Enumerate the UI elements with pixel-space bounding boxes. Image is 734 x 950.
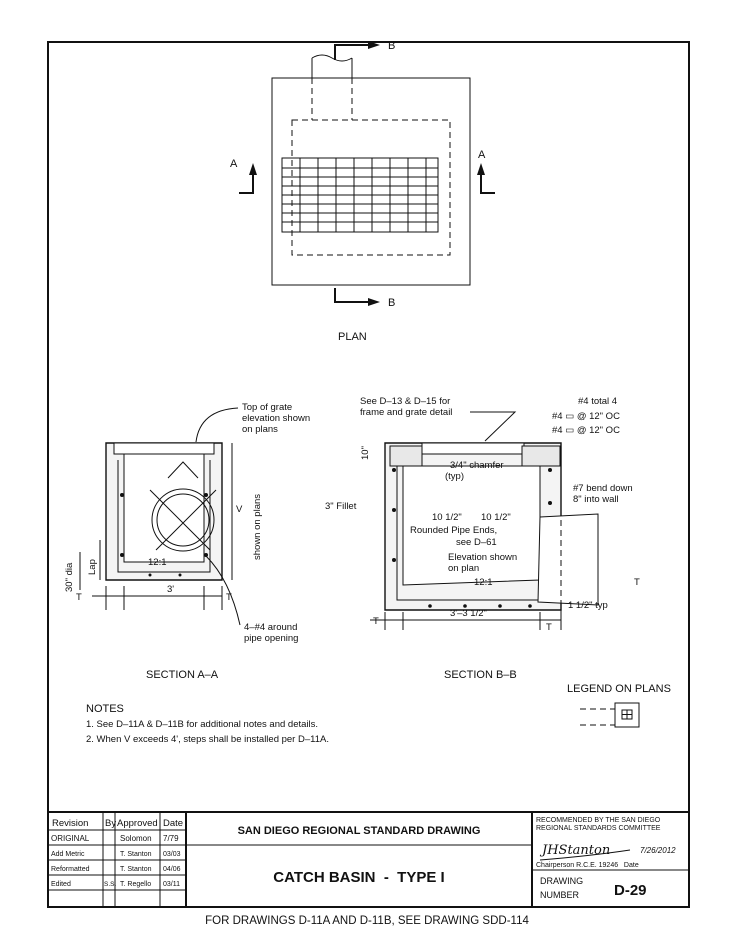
- v-label: V: [236, 504, 243, 515]
- shown-on-plans: shown on plans: [252, 494, 263, 560]
- approved-cell: T. Regello: [120, 881, 151, 888]
- width-dim: 3'–3 1/2": [450, 608, 487, 619]
- notes-heading: NOTES: [86, 703, 124, 715]
- date-cell: 03/11: [163, 881, 180, 888]
- dim-label: 10 1/2": [481, 512, 511, 523]
- note-text: on plan: [448, 563, 479, 574]
- t-dim: T: [634, 577, 640, 588]
- note-text: Elevation shown: [448, 552, 517, 563]
- section-b-label: B: [388, 40, 395, 52]
- revision-cell: Add Metric: [51, 851, 85, 858]
- width-dim: 3': [167, 584, 174, 595]
- note-item: 1. See D–11A & D–11B for additional note…: [86, 719, 318, 730]
- dim-label: 1 1/2" typ: [568, 600, 608, 611]
- title-block: Revision By Approved Date ORIGINAL Solom…: [48, 811, 689, 907]
- chamfer-note: 3/4" chamfer: [450, 460, 504, 471]
- agency-title: SAN DIEGO REGIONAL STANDARD DRAWING: [238, 825, 481, 837]
- section-b-label: B: [388, 297, 395, 309]
- signature: JHStanton: [539, 843, 610, 858]
- note-item: 2. When V exceeds 4', steps shall be ins…: [86, 734, 329, 745]
- drawing-number-label: NUMBER: [540, 890, 580, 900]
- sign-date: 7/26/2012: [640, 846, 676, 855]
- drawing-number: D-29: [614, 882, 647, 899]
- section-b-b-title: SECTION B–B: [444, 669, 517, 681]
- section-b-b: See D–13 & D–15 for frame and grate deta…: [325, 396, 640, 681]
- column-header: Approved: [117, 818, 158, 829]
- note-text: Rounded Pipe Ends,: [410, 525, 497, 536]
- slope-label: 12:1: [148, 557, 167, 568]
- column-header: Date: [163, 818, 183, 829]
- t-dim: T: [226, 592, 232, 603]
- note-text: frame and grate detail: [360, 407, 452, 418]
- column-header: By: [105, 818, 116, 829]
- rebar-note: #4 ▭ @ 12" OC: [552, 411, 620, 422]
- note-text: see D–61: [456, 537, 497, 548]
- approved-cell: Solomon: [120, 834, 152, 843]
- date-cell: 7/79: [163, 834, 179, 843]
- bend-note: 8" into wall: [573, 494, 619, 505]
- rebar-note: #4 ▭ @ 12" OC: [552, 425, 620, 436]
- pipe-diameter: 30" dia: [64, 562, 75, 592]
- section-a-label: A: [478, 149, 486, 161]
- revision-cell: Reformatted: [51, 866, 90, 873]
- section-a-a: 12:1 V shown on plans 30" dia Lap T 3' T…: [64, 402, 310, 681]
- height-dim: 10": [360, 446, 371, 460]
- grate: [281, 157, 439, 233]
- note-text: on plans: [242, 424, 278, 435]
- bend-note: #7 bend down: [573, 483, 633, 494]
- date-cell: 04/06: [163, 866, 181, 873]
- dim-label: 10 1/2": [432, 512, 462, 523]
- notes: NOTES 1. See D–11A & D–11B for additiona…: [86, 703, 329, 745]
- fillet-note: 3" Fillet: [325, 501, 357, 512]
- legend: LEGEND ON PLANS: [567, 683, 671, 728]
- recommended-text: RECOMMENDED BY THE SAN DIEGO: [536, 817, 661, 824]
- approved-cell: T. Stanton: [120, 851, 152, 858]
- plan-view: B B A A PLAN: [230, 40, 495, 343]
- column-header: Revision: [52, 818, 88, 829]
- lap-label: Lap: [87, 559, 98, 575]
- rebar-note: #4 total 4: [578, 396, 617, 407]
- note-text: elevation shown: [242, 413, 310, 424]
- footer-note: FOR DRAWINGS D-11A AND D-11B, SEE DRAWIN…: [205, 915, 529, 927]
- approved-cell: T. Stanton: [120, 866, 152, 873]
- by-cell: S.S.: [104, 881, 116, 888]
- revision-cell: ORIGINAL: [51, 834, 90, 843]
- t-dim: T: [76, 592, 82, 603]
- note-text: pipe opening: [244, 633, 298, 644]
- recommended-text: REGIONAL STANDARDS COMMITTEE: [536, 825, 661, 832]
- note-text: See D–13 & D–15 for: [360, 396, 450, 407]
- t-dim: T: [373, 616, 379, 627]
- legend-heading: LEGEND ON PLANS: [567, 683, 671, 695]
- date-cell: 03/03: [163, 851, 181, 858]
- section-a-a-title: SECTION A–A: [146, 669, 219, 681]
- section-a-label: A: [230, 158, 238, 170]
- revision-cell: Edited: [51, 881, 71, 888]
- t-dim: T: [546, 622, 552, 633]
- note-text: 4–#4 around: [244, 622, 297, 633]
- slope-label: 12:1: [474, 577, 493, 588]
- drawing-title: CATCH BASIN - TYPE I: [273, 869, 444, 886]
- plan-title: PLAN: [338, 331, 367, 343]
- note-text: Top of grate: [242, 402, 292, 413]
- chairperson-text: Chairperson R.C.E. 19246 Date: [536, 862, 639, 869]
- chamfer-note: (typ): [445, 471, 464, 482]
- drawing-number-label: DRAWING: [540, 876, 583, 886]
